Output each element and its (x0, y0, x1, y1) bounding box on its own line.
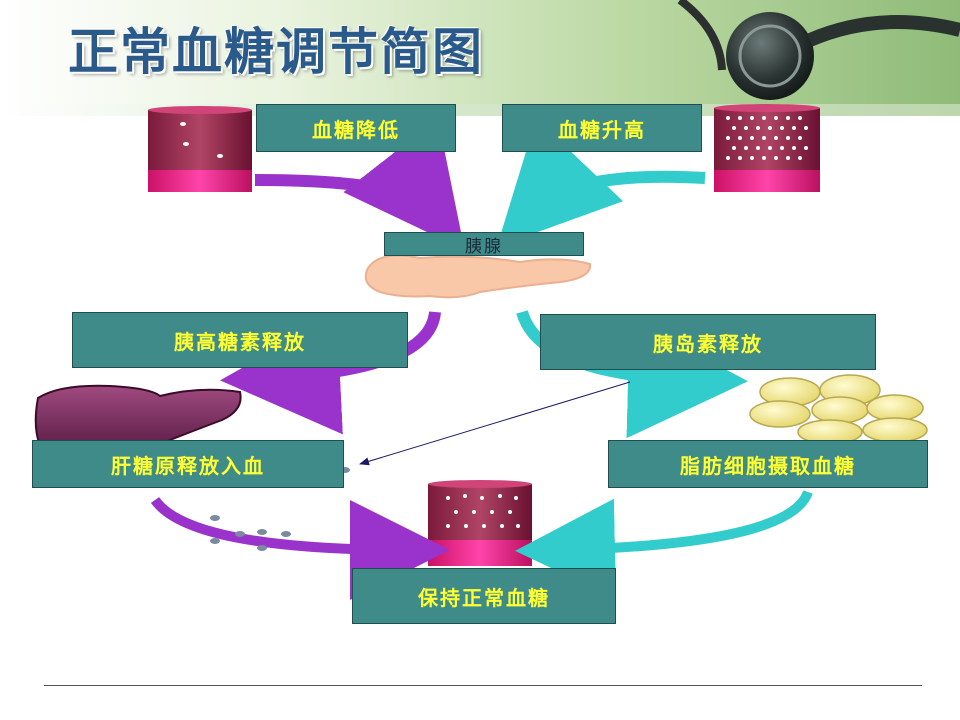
glucagon-input-arrow (254, 118, 465, 250)
liver-glycogen-box: 肝糖原释放入血 (32, 440, 344, 488)
insulin-release-box: 胰岛素释放 (540, 314, 876, 370)
blood-tube-icon (428, 480, 532, 566)
blood-sugar-low-box: 血糖降低 (256, 104, 456, 152)
fat-uptake-box: 脂肪细胞摄取血糖 (608, 440, 928, 488)
footer-divider (44, 685, 922, 686)
fat-cells-icon (749, 374, 928, 445)
blood-tube-icon (714, 104, 820, 192)
pancreas-label: 胰腺 (384, 232, 584, 257)
blood-sugar-high-box: 血糖升高 (502, 104, 702, 152)
annotation-arrow (359, 381, 631, 466)
blood-tube-icon (148, 106, 252, 192)
pancreas-icon (364, 254, 592, 299)
fat-to-normal-arrow (515, 489, 813, 599)
maintain-normal-box: 保持正常血糖 (352, 568, 616, 624)
insulin-input-arrow (496, 118, 706, 247)
liver-to-normal-arrow (150, 496, 450, 600)
stethoscope-icon (677, 0, 960, 100)
page-title: 正常血糖调节简图 (68, 23, 484, 81)
glucagon-release-box: 胰高糖素释放 (72, 312, 408, 368)
glucose-dots (210, 467, 350, 551)
header-banner: 正常血糖调节简图 (0, 0, 960, 104)
